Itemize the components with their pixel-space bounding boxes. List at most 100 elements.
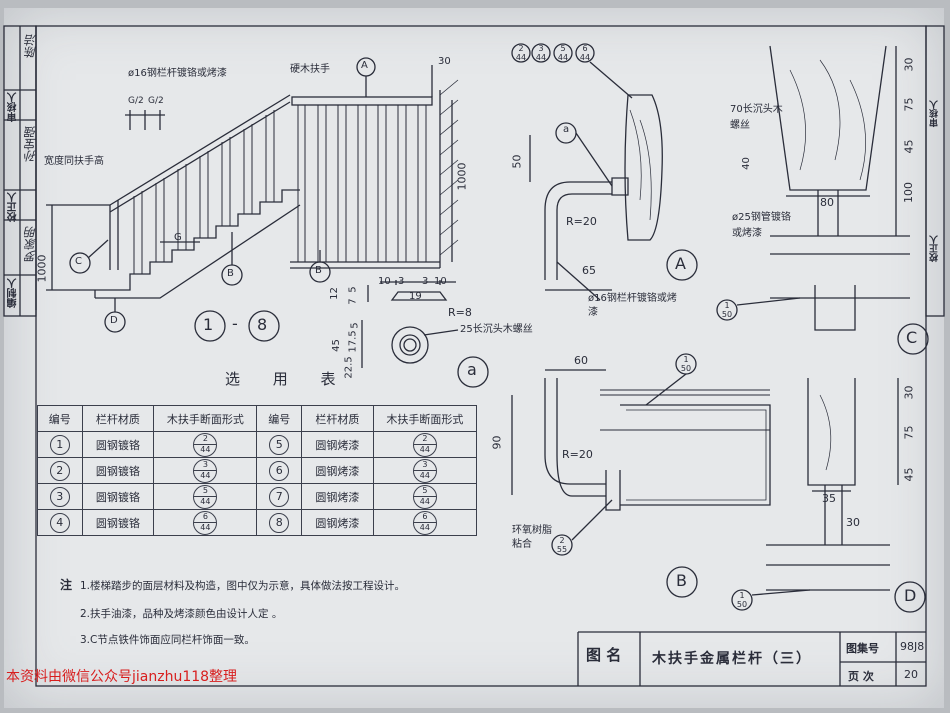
row-material: 圆钢烤漆 bbox=[301, 483, 374, 510]
detail-D-dim-75: 75 bbox=[902, 425, 916, 440]
sidebar-label-reviewer: 审核人 bbox=[8, 92, 19, 122]
detail-A-marker: A bbox=[675, 254, 686, 273]
sheet-border bbox=[35, 25, 927, 687]
detail-A-dim-50: 50 bbox=[510, 154, 524, 169]
detail-C-dim-100: 100 bbox=[902, 182, 915, 203]
detail-A-dim-65: 65 bbox=[582, 264, 596, 277]
col-header-material-2: 栏杆材质 bbox=[301, 405, 374, 432]
detail-A-rail-label: ø16钢栏杆镀铬或烤漆 bbox=[588, 293, 677, 318]
detail-C-marker: C bbox=[906, 328, 918, 347]
detail-D-dim-30b: 30 bbox=[846, 516, 860, 529]
right-sidebar-label-reviewer: 审核人 bbox=[930, 100, 940, 127]
atlas-no: 98J8 bbox=[900, 640, 925, 653]
detail-C-dim-40: 40 bbox=[740, 157, 752, 170]
stair-dim-1000-left: 1000 bbox=[35, 254, 49, 283]
stair-dim-1000-right: 1000 bbox=[455, 162, 469, 191]
row-no: 4 bbox=[49, 512, 70, 533]
detail-a-dim-45: 45 bbox=[330, 339, 342, 352]
callout-B: B bbox=[227, 268, 234, 279]
detail-a-radius: R=8 bbox=[448, 306, 472, 319]
stair-dim-30: 30 bbox=[438, 56, 451, 67]
sidebar-label-compiler: 编制人 bbox=[8, 278, 19, 308]
right-sidebar-box bbox=[925, 25, 945, 317]
row-no: 8 bbox=[269, 512, 290, 533]
detail-a-dim-12: 12 bbox=[328, 287, 340, 300]
callout-B-straight: B bbox=[315, 265, 322, 276]
atlas-no-label: 图集号 bbox=[846, 642, 879, 655]
detail-a-dim-5: 5 bbox=[347, 286, 359, 293]
callout-C: C bbox=[75, 256, 82, 267]
col-header-section-2: 木扶手断面形式 bbox=[372, 405, 478, 432]
detail-D-dim-45: 45 bbox=[902, 467, 916, 482]
row-no: 1 bbox=[49, 434, 70, 455]
col-header-no-2: 编号 bbox=[256, 405, 303, 432]
callout-D: D bbox=[110, 315, 118, 326]
row-no: 2 bbox=[49, 460, 70, 481]
note-item-2: 2.扶手油漆，品种及烤漆颜色由设计人定 。 bbox=[80, 608, 283, 620]
sidebar-label-checker: 校正人 bbox=[8, 192, 19, 222]
stair-title-dash: - bbox=[232, 314, 238, 333]
stair-rail-label: ø16钢栏杆镀铬或烤漆 bbox=[128, 68, 227, 79]
straight-rail bbox=[290, 57, 459, 283]
row-no: 5 bbox=[269, 434, 290, 455]
row-no: 6 bbox=[269, 460, 290, 481]
detail-a-screw-label: 25长沉头木螺丝 bbox=[460, 324, 533, 335]
sidebar-signature-checker: 孙宝强 bbox=[24, 126, 38, 162]
detail-C-screw-label: 70长沉头木螺丝 bbox=[730, 104, 783, 131]
row-material: 圆钢镀铬 bbox=[81, 509, 155, 536]
stair-elevation bbox=[46, 94, 301, 342]
stair-g-half-2: G/2 bbox=[148, 96, 164, 106]
detail-C-dim-80: 80 bbox=[820, 196, 834, 209]
detail-A-radius: R=20 bbox=[566, 215, 597, 228]
detail-a-marker: a bbox=[467, 360, 477, 379]
detail-a-small bbox=[361, 280, 489, 388]
detail-a-dim-19: 19 bbox=[409, 291, 422, 302]
row-material: 圆钢镀铬 bbox=[81, 483, 155, 510]
detail-a-dim-3b: 3 bbox=[422, 276, 429, 287]
title-name-label: 图 名 bbox=[586, 646, 622, 664]
detail-a-dim-5b: 5 bbox=[349, 322, 361, 329]
note-item-1: 1.楼梯踏步的面层材料及构造，图中仅为示意，具体做法按工程设计。 bbox=[80, 580, 406, 592]
row-material: 圆钢镀铬 bbox=[81, 457, 155, 484]
row-material: 圆钢烤漆 bbox=[301, 509, 374, 536]
row-no: 3 bbox=[49, 486, 70, 507]
row-material: 圆钢镀铬 bbox=[81, 431, 155, 458]
watermark-text: 本资料由微信公众号jianzhu118整理 bbox=[6, 669, 238, 685]
detail-C-dim-75: 75 bbox=[902, 97, 916, 112]
page-no: 20 bbox=[904, 668, 918, 681]
table-header-row: 编号 栏杆材质 木扶手断面形式 编号 栏杆材质 木扶手断面形式 bbox=[37, 405, 478, 432]
row-material: 圆钢烤漆 bbox=[301, 457, 374, 484]
detail-a-dim-10: 10 bbox=[378, 276, 391, 287]
detail-A-ref-a: a bbox=[563, 124, 570, 135]
notes-label: 注 bbox=[60, 578, 73, 592]
row-no: 7 bbox=[269, 486, 290, 507]
detail-D-dim-35: 35 bbox=[822, 492, 836, 505]
detail-a-dim-10b: 10 bbox=[434, 276, 447, 287]
stair-title-8: 8 bbox=[257, 315, 268, 334]
detail-B-dim-60: 60 bbox=[574, 354, 588, 367]
callout-A: A bbox=[361, 60, 368, 71]
detail-B-radius: R=20 bbox=[562, 448, 593, 461]
sidebar-signature-reviewer: 陈洁 bbox=[24, 34, 38, 58]
detail-a-dim-3a: 3 bbox=[398, 276, 405, 287]
